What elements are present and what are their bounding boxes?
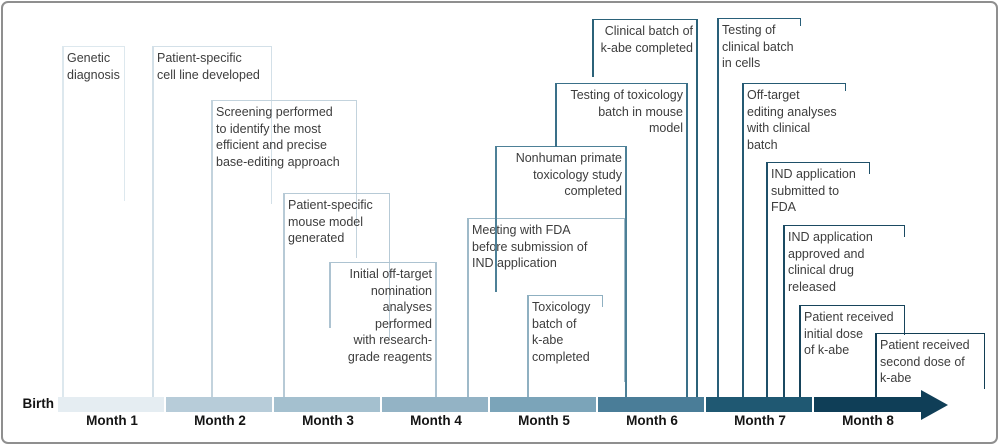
birth-label: Birth bbox=[22, 396, 55, 411]
event-fda-meeting: Meeting with FDA before submission of IN… bbox=[467, 218, 625, 397]
event-testing-clinical-cells: Testing of clinical batch in cells bbox=[717, 18, 801, 397]
event-marker-line bbox=[799, 305, 801, 397]
event-top-rule bbox=[555, 83, 688, 84]
event-marker-line bbox=[696, 19, 698, 397]
month-segment-8 bbox=[814, 397, 922, 412]
event-marker-line bbox=[686, 83, 688, 397]
event-screening: Screening performed to identify the most… bbox=[211, 100, 357, 397]
month-label-1: Month 1 bbox=[86, 413, 138, 428]
event-marker-line bbox=[625, 146, 627, 397]
month-segment-3 bbox=[274, 397, 380, 412]
event-top-rule bbox=[329, 262, 437, 263]
event-label: IND application submitted to FDA bbox=[771, 167, 856, 214]
event-off-target-editing-clinical: Off-target editing analyses with clinica… bbox=[742, 83, 846, 397]
event-mouse-model: Patient-specific mouse model generated bbox=[283, 193, 390, 397]
event-end-tick bbox=[555, 83, 557, 147]
event-marker-line bbox=[875, 333, 877, 397]
timeline-arrowhead bbox=[921, 389, 948, 420]
event-top-rule bbox=[742, 83, 846, 84]
event-top-rule bbox=[717, 18, 801, 19]
event-marker-line bbox=[742, 83, 744, 397]
month-label-4: Month 4 bbox=[410, 413, 462, 428]
event-end-tick bbox=[903, 305, 905, 335]
month-segment-1 bbox=[58, 397, 164, 412]
event-label: Patient received initial dose of k-abe bbox=[804, 310, 894, 357]
event-marker-line bbox=[152, 46, 154, 397]
event-second-dose: Patient received second dose of k-abe bbox=[875, 333, 985, 397]
event-end-tick bbox=[592, 19, 594, 77]
event-top-rule bbox=[875, 333, 985, 334]
event-label: Genetic diagnosis bbox=[67, 51, 120, 82]
event-label: Screening performed to identify the most… bbox=[216, 105, 340, 169]
event-label: Clinical batch of k-abe completed bbox=[600, 24, 693, 55]
event-end-tick bbox=[601, 295, 603, 307]
event-label: Nonhuman primate toxicology study comple… bbox=[515, 151, 622, 198]
event-label: IND application approved and clinical dr… bbox=[788, 230, 873, 294]
event-marker-line bbox=[283, 193, 285, 397]
event-top-rule bbox=[467, 218, 625, 219]
event-toxicology-batch-completed: Toxicology batch of k-abe completed bbox=[527, 295, 603, 397]
event-label: Patient-specific cell line developed bbox=[157, 51, 260, 82]
event-top-rule bbox=[152, 46, 272, 47]
event-marker-line bbox=[435, 262, 437, 397]
event-cell-line-developed: Patient-specific cell line developed bbox=[152, 46, 272, 397]
event-top-rule bbox=[211, 100, 357, 101]
event-end-tick bbox=[355, 100, 357, 258]
event-end-tick bbox=[270, 46, 272, 204]
event-end-tick bbox=[123, 46, 125, 201]
event-genetic-diagnosis: Genetic diagnosis bbox=[62, 46, 125, 397]
event-marker-line bbox=[62, 46, 64, 397]
event-ind-submitted: IND application submitted to FDA bbox=[766, 162, 870, 397]
event-top-rule bbox=[283, 193, 390, 194]
month-label-8: Month 8 bbox=[842, 413, 894, 428]
event-marker-line bbox=[211, 100, 213, 397]
event-top-rule bbox=[783, 225, 905, 226]
event-nonhuman-primate: Nonhuman primate toxicology study comple… bbox=[495, 146, 627, 397]
event-initial-dose: Patient received initial dose of k-abe bbox=[799, 305, 905, 397]
event-toxicology-testing-mouse: Testing of toxicology batch in mouse mod… bbox=[555, 83, 688, 397]
month-segment-2 bbox=[166, 397, 272, 412]
event-end-tick bbox=[623, 218, 625, 382]
month-label-6: Month 6 bbox=[626, 413, 678, 428]
event-initial-off-target: Initial off-target nomination analyses p… bbox=[329, 262, 437, 397]
event-end-tick bbox=[329, 262, 331, 328]
event-top-rule bbox=[592, 19, 698, 20]
month-segment-5 bbox=[490, 397, 596, 412]
event-end-tick bbox=[903, 225, 905, 237]
event-clinical-batch-completed: Clinical batch of k-abe completed bbox=[592, 19, 698, 397]
event-top-rule bbox=[495, 146, 627, 147]
event-end-tick bbox=[983, 333, 985, 389]
month-label-7: Month 7 bbox=[734, 413, 786, 428]
month-segment-4 bbox=[382, 397, 488, 412]
event-end-tick bbox=[799, 18, 801, 26]
event-label: Testing of clinical batch in cells bbox=[722, 23, 794, 70]
event-label: Initial off-target nomination analyses p… bbox=[347, 267, 432, 364]
event-label: Testing of toxicology batch in mouse mod… bbox=[570, 88, 683, 135]
event-marker-line bbox=[766, 162, 768, 397]
event-label: Off-target editing analyses with clinica… bbox=[747, 88, 837, 152]
event-label: Toxicology batch of k-abe completed bbox=[532, 300, 591, 364]
month-label-3: Month 3 bbox=[302, 413, 354, 428]
event-marker-line bbox=[467, 218, 469, 397]
event-label: Patient received second dose of k-abe bbox=[880, 338, 970, 385]
event-marker-line bbox=[783, 225, 785, 397]
event-marker-line bbox=[527, 295, 529, 397]
month-segment-6 bbox=[598, 397, 704, 412]
event-end-tick bbox=[388, 193, 390, 338]
event-top-rule bbox=[766, 162, 870, 163]
month-label-5: Month 5 bbox=[518, 413, 570, 428]
event-label: Meeting with FDA before submission of IN… bbox=[472, 223, 588, 270]
event-ind-approved: IND application approved and clinical dr… bbox=[783, 225, 905, 397]
event-top-rule bbox=[527, 295, 603, 296]
event-top-rule bbox=[62, 46, 125, 47]
month-segment-7 bbox=[706, 397, 812, 412]
event-end-tick bbox=[844, 83, 846, 91]
event-end-tick bbox=[868, 162, 870, 174]
event-end-tick bbox=[495, 146, 497, 292]
month-label-2: Month 2 bbox=[194, 413, 246, 428]
event-top-rule bbox=[799, 305, 905, 306]
event-label: Patient-specific mouse model generated bbox=[288, 198, 373, 245]
event-marker-line bbox=[717, 18, 719, 397]
